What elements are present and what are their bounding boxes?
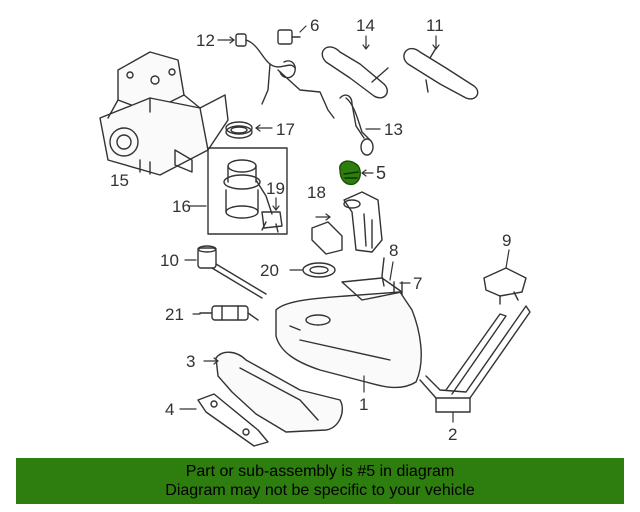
- callout-17: 17: [276, 120, 295, 139]
- callout-21: 21: [165, 305, 184, 324]
- callout-15: 15: [110, 171, 129, 190]
- part-15-injection-pump: [99, 51, 229, 176]
- part-5-highlighted-cap: [339, 160, 361, 186]
- part-17-seal-ring: [225, 121, 253, 139]
- part-8-pipe: [381, 257, 385, 287]
- callout-12: 12: [196, 31, 215, 50]
- part-13-hose: [339, 94, 374, 156]
- part-10-valve: [197, 245, 267, 299]
- part-16-fuel-pump-assembly: [207, 147, 288, 235]
- callout-9: 9: [502, 231, 511, 250]
- part-20-seal-ring: [302, 262, 336, 278]
- callout-8: 8: [389, 241, 398, 260]
- callout-19: 19: [266, 179, 285, 198]
- callout-13: 13: [384, 120, 403, 139]
- callout-2: 2: [448, 425, 457, 444]
- part-21-filter: [199, 305, 259, 321]
- part-18-filler-neck: [311, 191, 383, 255]
- part-2-tank-straps: [419, 305, 531, 413]
- callout-4: 4: [165, 400, 174, 419]
- part-1-fuel-tank: [275, 277, 422, 389]
- info-banner: Part or sub-assembly is #5 in diagram Di…: [16, 458, 624, 504]
- callout-11: 11: [426, 16, 444, 35]
- part-6-connector: [277, 29, 301, 45]
- parts-diagram: 12 6 14 11 17 13 5 15 18 19 16 9 8 10 20…: [99, 16, 531, 447]
- part-11-hose: [403, 47, 479, 100]
- callout-16: 16: [172, 197, 191, 216]
- callout-labels: 12 6 14 11 17 13 5 15 18 19 16 9 8 10 20…: [110, 16, 511, 444]
- part-4-bracket: [197, 393, 269, 447]
- banner-line-1: Part or sub-assembly is #5 in diagram: [185, 463, 455, 480]
- part-3-heat-shield: [215, 351, 344, 433]
- part-19-sensor: [261, 211, 283, 233]
- callout-10: 10: [160, 251, 179, 270]
- callout-7: 7: [413, 274, 422, 293]
- callout-18: 18: [307, 183, 326, 202]
- part-12-fuel-line: [235, 33, 335, 119]
- callout-1: 1: [359, 395, 368, 414]
- banner-line-2: Diagram may not be specific to your vehi…: [165, 482, 475, 499]
- callout-5: 5: [376, 163, 386, 183]
- callout-6: 6: [310, 16, 319, 35]
- leader-lines: [179, 25, 510, 423]
- callout-20: 20: [260, 261, 279, 280]
- callout-14: 14: [356, 16, 375, 35]
- part-14-hose: [321, 46, 389, 99]
- callout-3: 3: [186, 352, 195, 371]
- part-9-clip: [483, 267, 527, 305]
